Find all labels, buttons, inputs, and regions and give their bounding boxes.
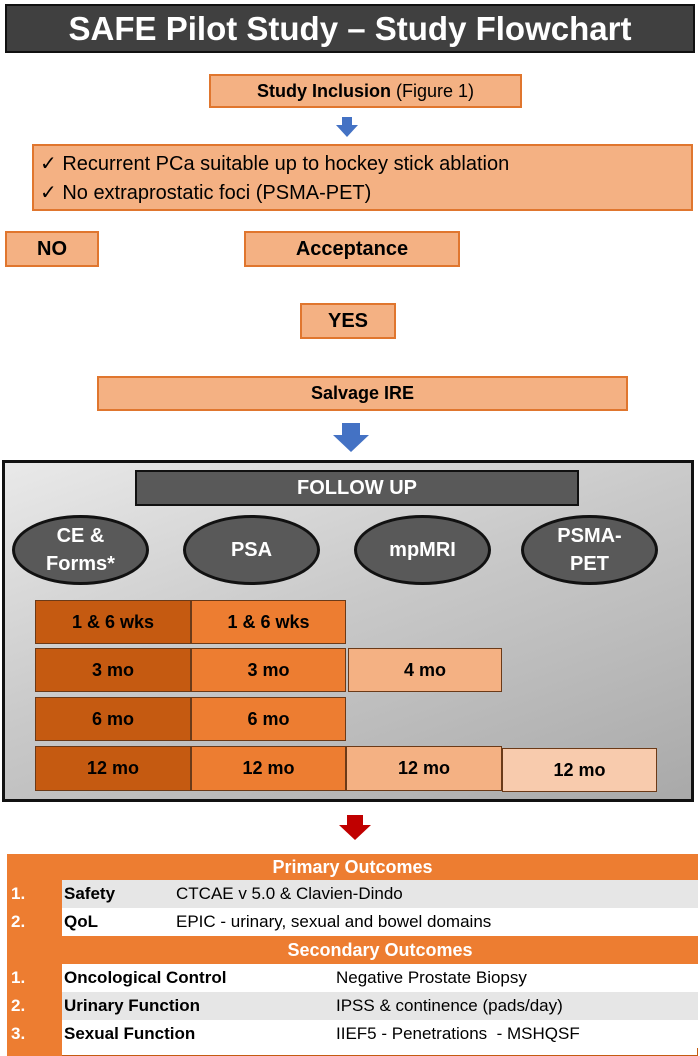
row-number: 2. bbox=[7, 908, 62, 936]
table-row: Urinary Function IPSS & continence (pads… bbox=[62, 992, 698, 1020]
study-inclusion-ref: (Figure 1) bbox=[390, 80, 475, 101]
row-number: 2. bbox=[7, 992, 62, 1020]
study-inclusion-label: Study Inclusion bbox=[256, 80, 391, 101]
schedule-cell: 1 & 6 wks bbox=[35, 600, 191, 644]
row-number: 3. bbox=[7, 1020, 62, 1048]
outcome-measure: CTCAE v 5.0 & Clavien-Dindo bbox=[176, 884, 403, 903]
schedule-cell: 3 mo bbox=[35, 648, 191, 692]
down-arrow-icon bbox=[333, 423, 369, 452]
outcome-name: Safety bbox=[64, 884, 116, 903]
outcome-name: Urinary Function bbox=[64, 996, 201, 1015]
no-box: NO bbox=[5, 231, 99, 267]
schedule-cell: 3 mo bbox=[191, 648, 346, 692]
down-arrow-icon bbox=[336, 117, 358, 137]
row-number: 1. bbox=[7, 964, 62, 992]
psa-oval: PSA bbox=[183, 515, 320, 585]
outcome-measure: IIEF5 - Penetrations - MSHQSF bbox=[336, 1024, 580, 1043]
mpmri-oval: mpMRI bbox=[354, 515, 491, 585]
schedule-cell: 4 mo bbox=[348, 648, 502, 692]
study-inclusion-box: Study Inclusion (Figure 1) bbox=[209, 74, 522, 108]
salvage-ire-box: Salvage IRE bbox=[97, 376, 628, 411]
row-number: 1. bbox=[7, 880, 62, 908]
oval-label: PSMA- bbox=[557, 525, 622, 547]
oval-label: mpMRI bbox=[389, 539, 456, 561]
table-row: Sexual Function IIEF5 - Penetrations - M… bbox=[62, 1020, 698, 1048]
oval-label: PSA bbox=[230, 539, 273, 561]
primary-outcomes-header: Primary Outcomes bbox=[7, 854, 698, 880]
schedule-cell: 6 mo bbox=[191, 697, 346, 741]
section-spacer bbox=[7, 936, 62, 964]
oval-label: PET bbox=[570, 553, 609, 575]
outcome-name: Sexual Function bbox=[64, 1024, 196, 1043]
secondary-outcomes-header: Secondary Outcomes bbox=[62, 936, 698, 964]
outcome-measure: EPIC - urinary, sexual and bowel domains bbox=[176, 912, 492, 931]
outcome-measure: Negative Prostate Biopsy bbox=[336, 968, 527, 987]
acceptance-box: Acceptance bbox=[244, 231, 460, 267]
outcome-name: Oncological Control bbox=[64, 968, 227, 987]
schedule-cell: 6 mo bbox=[35, 697, 191, 741]
yes-box: YES bbox=[300, 303, 396, 339]
table-row: Safety CTCAE v 5.0 & Clavien-Dindo bbox=[62, 880, 698, 908]
schedule-cell: 12 mo bbox=[346, 746, 502, 791]
ce-forms-oval: CE & Forms* bbox=[12, 515, 149, 585]
oval-label: Forms* bbox=[46, 553, 115, 575]
schedule-cell: 12 mo bbox=[35, 746, 191, 791]
row-number-tail bbox=[7, 1048, 62, 1056]
schedule-cell: 12 mo bbox=[191, 746, 346, 791]
page-title: SAFE Pilot Study – Study Flowchart bbox=[5, 4, 695, 53]
psma-pet-oval: PSMA- PET bbox=[521, 515, 658, 585]
criteria-item: ✓ No extraprostatic foci (PSMA-PET) bbox=[40, 182, 372, 204]
table-row: Oncological Control Negative Prostate Bi… bbox=[62, 964, 698, 992]
outcome-measure: IPSS & continence (pads/day) bbox=[336, 996, 563, 1015]
schedule-cell: 1 & 6 wks bbox=[191, 600, 346, 644]
table-row: QoL EPIC - urinary, sexual and bowel dom… bbox=[62, 908, 698, 936]
criteria-item: ✓ Recurrent PCa suitable up to hockey st… bbox=[40, 153, 510, 175]
outcome-name: QoL bbox=[64, 912, 98, 931]
down-arrow-icon bbox=[339, 815, 371, 840]
inclusion-criteria-box: ✓ Recurrent PCa suitable up to hockey st… bbox=[32, 144, 693, 211]
oval-label: CE & bbox=[56, 525, 105, 547]
follow-up-header: FOLLOW UP bbox=[135, 470, 579, 506]
schedule-cell: 12 mo bbox=[502, 748, 657, 792]
